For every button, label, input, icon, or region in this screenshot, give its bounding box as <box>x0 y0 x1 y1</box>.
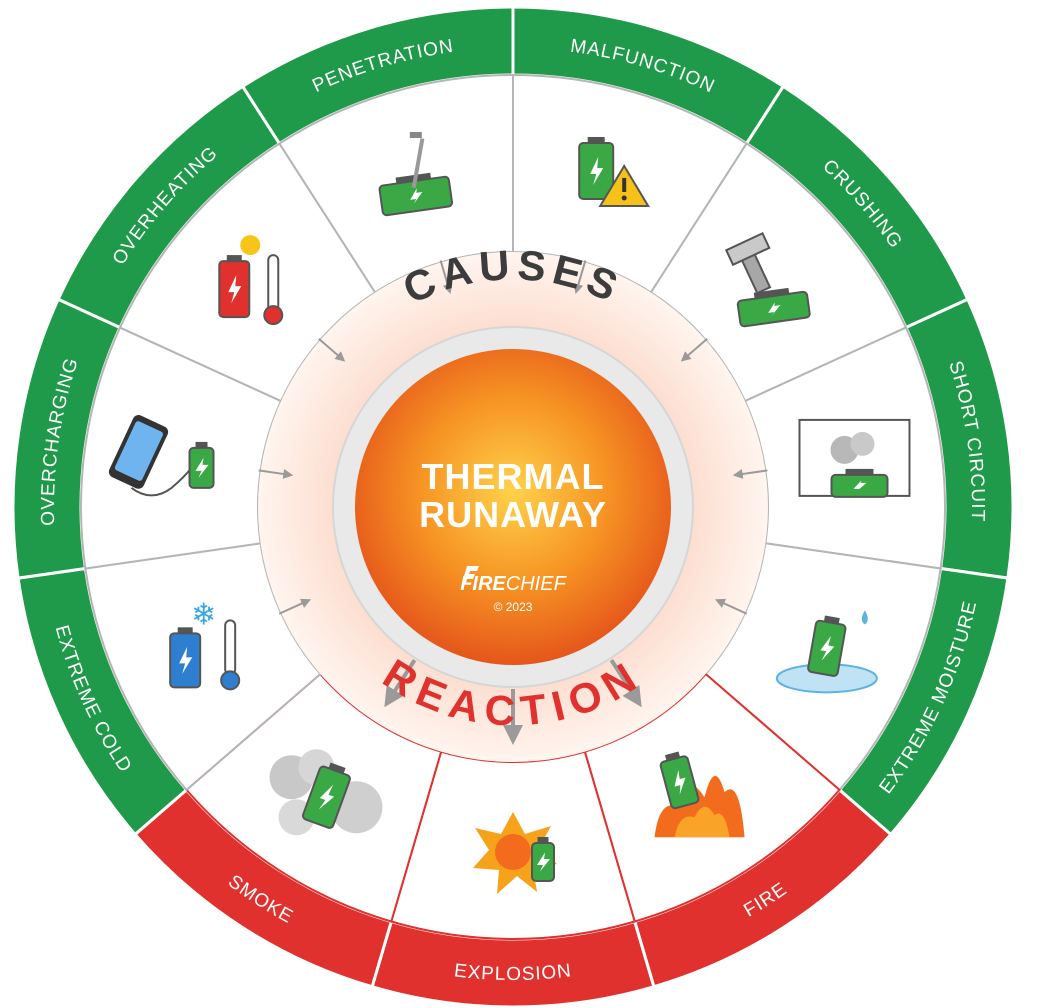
cold-battery-icon: ❄ <box>169 597 241 691</box>
reaction-arrow <box>384 659 417 708</box>
phone-charging-icon <box>108 415 215 497</box>
segment-label-explosion: EXPLOSION <box>453 960 573 985</box>
smoke-battery-icon <box>269 749 383 836</box>
icon-ring <box>80 73 946 940</box>
fire-chief-logo-icon <box>463 566 479 583</box>
title-runaway: RUNAWAY <box>419 494 607 535</box>
thermal-core <box>355 349 671 665</box>
icon-layer: ❄ <box>108 131 911 894</box>
short-circuit-battery-icon <box>798 418 911 498</box>
label-ring <box>11 5 1015 1008</box>
svg-text:❄: ❄ <box>191 597 216 632</box>
cause-arrow <box>258 469 294 479</box>
arrow-layer <box>258 260 768 745</box>
cause-arrow <box>318 337 346 362</box>
copyright: © 2023 <box>493 600 533 614</box>
cause-arrow <box>573 260 587 294</box>
cause-arrow <box>439 260 453 294</box>
explosion-battery-icon <box>473 812 557 894</box>
cause-arrow <box>680 337 708 362</box>
reaction-arrow <box>609 659 642 708</box>
hammer-battery-icon <box>724 232 811 328</box>
battery-warning-icon <box>578 136 650 207</box>
cause-arrow <box>278 598 312 615</box>
nail-battery-icon <box>378 131 454 217</box>
cause-arrow <box>714 598 748 615</box>
hot-battery-icon <box>218 235 284 326</box>
fire-battery-icon <box>654 751 745 838</box>
brand-name: FIRECHIEF <box>460 573 566 595</box>
title-thermal: THERMAL <box>421 456 605 497</box>
cause-arrow <box>732 469 768 479</box>
water-battery-icon <box>775 610 878 694</box>
